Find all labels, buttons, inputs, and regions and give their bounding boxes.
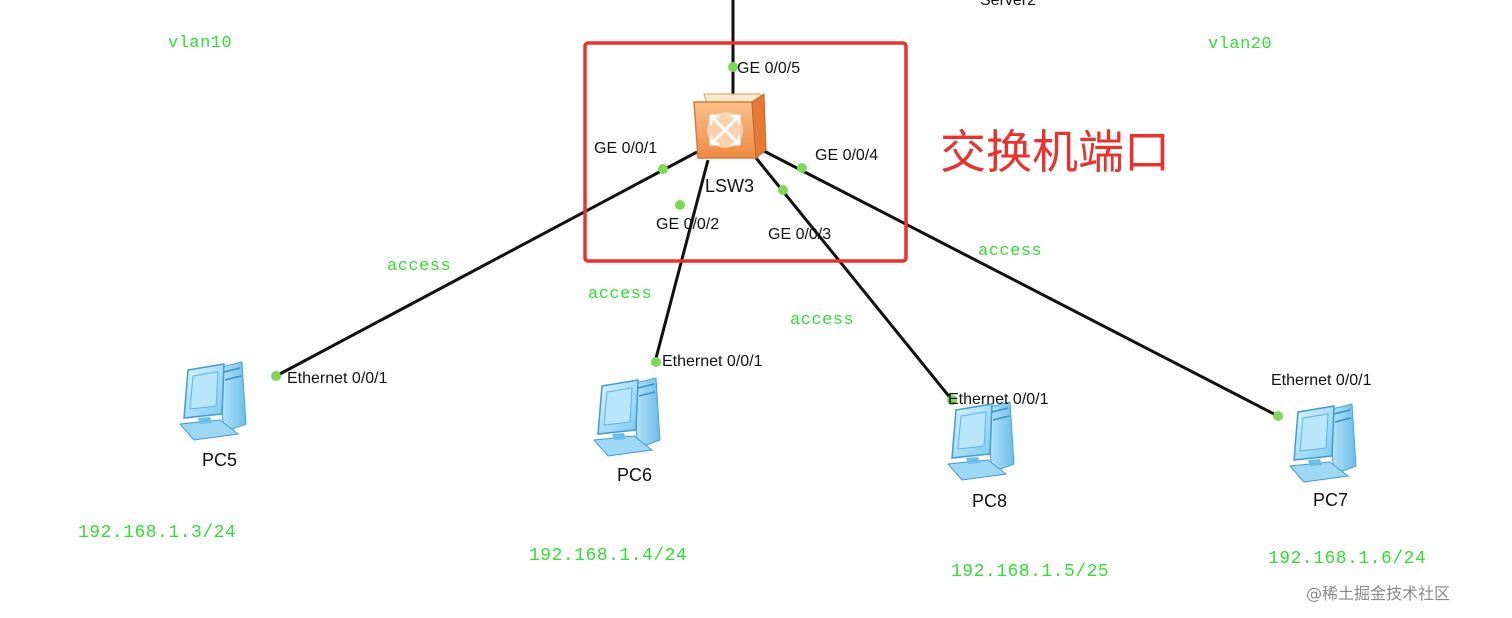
- zone-label-right: vlan20: [1208, 35, 1273, 54]
- port-ge003: GE 0/0/3: [768, 226, 832, 243]
- watermark: @稀土掘金技术社区: [1306, 584, 1451, 603]
- pc7-port: Ethernet 0/0/1: [1271, 372, 1372, 389]
- endpoint-pc8: [947, 395, 957, 405]
- link-mode-pc6: access: [588, 285, 653, 304]
- server-label: Server2: [980, 0, 1037, 9]
- link-pc5: [275, 150, 698, 378]
- pc7-ip: 192.168.1.6/24: [1268, 549, 1427, 569]
- pc8-ip: 192.168.1.5/25: [951, 562, 1110, 582]
- endpoint-pc5: [271, 371, 281, 381]
- pc6-name: PC6: [617, 465, 653, 485]
- pc7-icon[interactable]: [1289, 403, 1357, 483]
- pc6-port: Ethernet 0/0/1: [662, 353, 763, 370]
- link-pc8: [754, 157, 954, 401]
- callout-title: 交换机端口: [940, 125, 1170, 179]
- port-ge001: GE 0/0/1: [594, 140, 658, 157]
- port-ge002: GE 0/0/2: [656, 216, 720, 233]
- switch-port-highlight: [583, 41, 908, 263]
- zone-label-left: vlan10: [168, 34, 233, 53]
- pc5-ip: 192.168.1.3/24: [78, 523, 237, 543]
- pc7-name: PC7: [1313, 490, 1349, 510]
- port-ge005: GE 0/0/5: [737, 60, 801, 77]
- port-ge004: GE 0/0/4: [815, 147, 879, 164]
- endpoint-ge005: [728, 62, 738, 72]
- pc6-ip: 192.168.1.4/24: [529, 546, 688, 566]
- endpoint-pc6: [651, 357, 661, 367]
- link-mode-pc8: access: [790, 311, 855, 330]
- link-mode-pc7: access: [978, 242, 1043, 261]
- pc5-port: Ethernet 0/0/1: [287, 370, 388, 387]
- link-mode-pc5: access: [387, 257, 452, 276]
- endpoint-pc7: [1273, 411, 1283, 421]
- link-pc7: [761, 148, 1279, 418]
- endpoint-ge004: [797, 163, 807, 173]
- endpoint-ge003: [778, 185, 788, 195]
- switch-name: LSW3: [705, 176, 755, 196]
- endpoint-ge002: [675, 200, 685, 210]
- pc8-name: PC8: [972, 491, 1008, 511]
- pc5-name: PC5: [202, 450, 238, 470]
- switch-icon[interactable]: [693, 93, 767, 159]
- pc8-port: Ethernet 0/0/1: [948, 391, 1049, 408]
- endpoint-ge001: [658, 164, 668, 174]
- pc5-icon[interactable]: [179, 361, 247, 441]
- pc6-icon[interactable]: [593, 377, 661, 457]
- pc8-icon[interactable]: [947, 401, 1015, 481]
